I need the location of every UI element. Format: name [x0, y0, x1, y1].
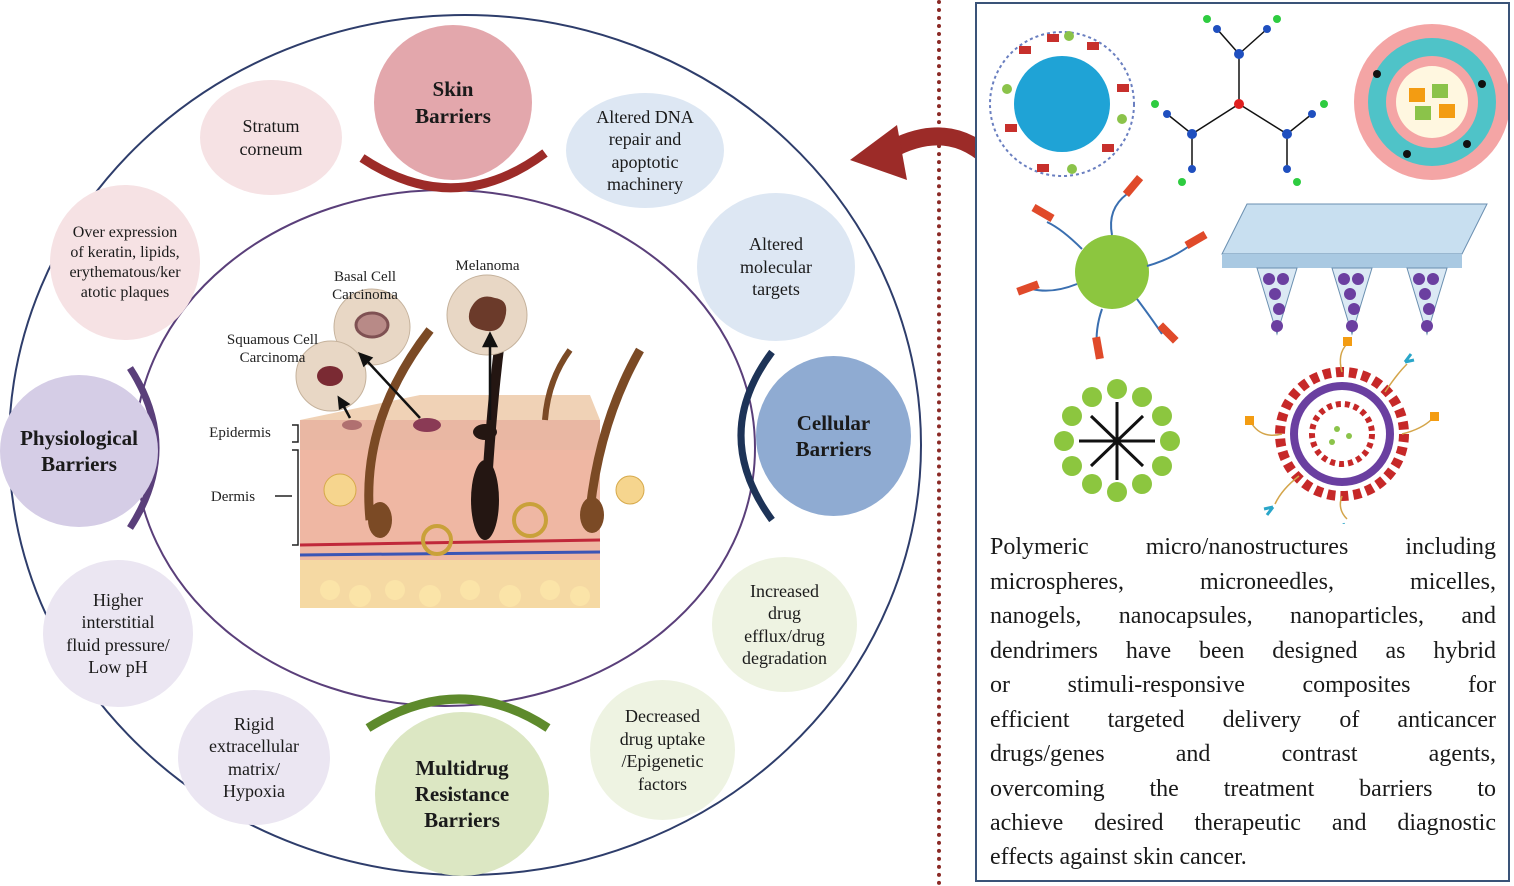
- dendrimer-icon: [1151, 15, 1328, 186]
- caption-line: drugs/genes and contrast agents,: [990, 741, 1496, 767]
- over-expression-circle: Over expression of keratin, lipids, eryt…: [50, 185, 200, 340]
- skin-barriers-label: Skin Barriers: [415, 77, 491, 128]
- label-epidermis: Epidermis: [209, 425, 271, 441]
- physiological-barriers-circle: Physiological Barriers: [0, 375, 158, 527]
- caption-line-last: effects against skin cancer.: [990, 844, 1247, 870]
- nanostructure-illustrations: [989, 15, 1508, 524]
- caption-line: dendrimers have been designed as hybrid: [990, 637, 1496, 664]
- skin-arc: [359, 149, 548, 193]
- caption-line: achieve desired therapeutic and diagnost…: [990, 810, 1496, 836]
- drug-efflux-circle: Increased drug efflux/drug degradation: [712, 557, 857, 692]
- label-dermis: Dermis: [210, 489, 256, 505]
- nanoparticle-icon: [1016, 175, 1208, 360]
- caption-line: overcoming the treatment barriers to: [990, 775, 1496, 802]
- nanocapsule-icon: [989, 31, 1135, 177]
- nanostructures-panel: [975, 2, 1510, 882]
- drug-uptake-circle: Decreased drug uptake /Epigenetic factor…: [590, 680, 735, 820]
- microneedle-icon: [1221, 203, 1488, 336]
- cellular-barriers-circle: Cellular Barriers: [756, 356, 911, 516]
- barrier-diagram: [8, 14, 922, 876]
- cellular-arc: [737, 349, 775, 523]
- nanogel-icon: [1245, 337, 1439, 524]
- interstitial-pressure-label: Higher interstitial fluid pressure/ Low …: [66, 589, 170, 678]
- physiological-barriers-label: Physiological Barriers: [20, 425, 138, 476]
- altered-dna-label: Altered DNA repair and apoptotic machine…: [596, 106, 694, 195]
- multidrug-barriers-label: Multidrug Resistance Barriers: [414, 755, 510, 833]
- skin-cross-section: [299, 327, 645, 608]
- rigid-matrix-circle: Rigid extracellular matrix/ Hypoxia: [178, 690, 330, 825]
- label-melanoma: Melanoma: [455, 258, 520, 274]
- altered-molecular-label: Altered molecular targets: [740, 234, 812, 300]
- dotted-divider: [937, 0, 941, 886]
- drug-efflux-label: Increased drug efflux/drug degradation: [742, 580, 827, 669]
- label-squamous-cell: Squamous Cell Carcinoma: [226, 332, 319, 366]
- caption-line: or stimuli-responsive composites for: [990, 672, 1496, 698]
- interstitial-pressure-circle: Higher interstitial fluid pressure/ Low …: [43, 560, 193, 707]
- caption-line: efficient targeted delivery of anticance…: [990, 706, 1496, 733]
- micelle-icon: [1054, 379, 1180, 502]
- caption-line: nanogels, nanocapsules, nanoparticles, a…: [990, 603, 1496, 629]
- drug-uptake-label: Decreased drug uptake /Epigenetic factor…: [619, 706, 706, 794]
- multidrug-arc: [365, 694, 551, 732]
- label-basal-cell: Basal Cell Carcinoma: [332, 269, 398, 303]
- over-expression-label: Over expression of keratin, lipids, eryt…: [69, 223, 181, 301]
- liposome-icon: [1354, 24, 1508, 180]
- multidrug-barriers-circle: Multidrug Resistance Barriers: [375, 712, 549, 876]
- rigid-matrix-label: Rigid extracellular matrix/ Hypoxia: [209, 713, 299, 802]
- stratum-corneum-label: Stratum corneum: [239, 116, 303, 159]
- caption-line: microspheres, microneedles, micelles,: [990, 568, 1496, 595]
- cellular-barriers-label: Cellular Barriers: [795, 410, 872, 461]
- skin-barriers-circle: Skin Barriers: [374, 25, 532, 180]
- altered-dna-circle: Altered DNA repair and apoptotic machine…: [566, 93, 724, 208]
- caption-line: Polymeric micro/nanostructures including: [990, 534, 1496, 560]
- altered-molecular-circle: Altered molecular targets: [697, 193, 855, 341]
- stratum-corneum-circle: Stratum corneum: [200, 80, 342, 195]
